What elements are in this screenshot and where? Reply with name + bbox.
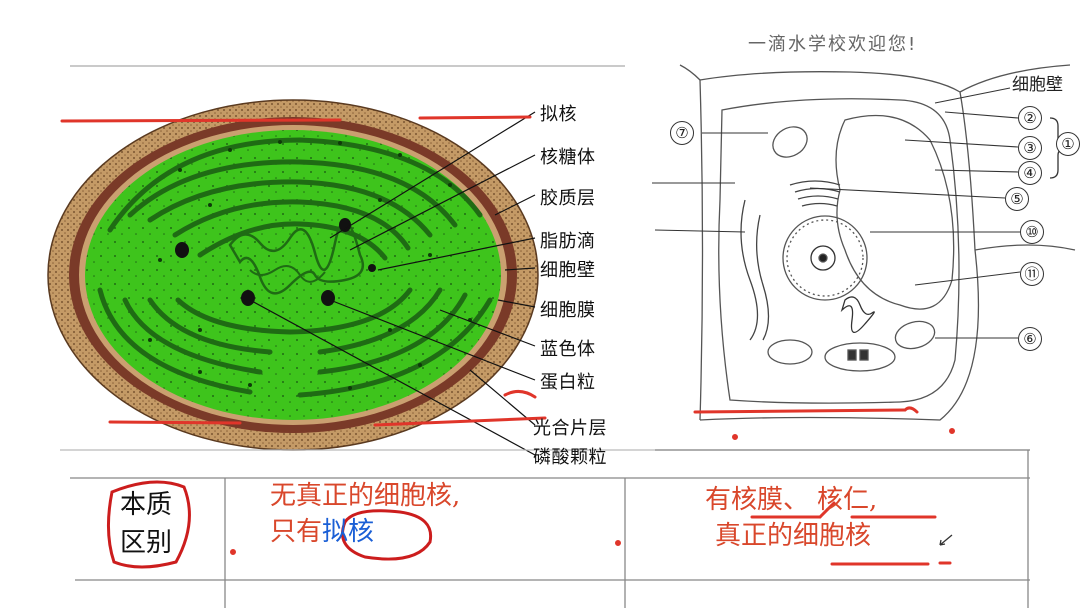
photosynthetic-lamellae bbox=[97, 137, 493, 398]
eukaryote-cell-text: 有核膜、核仁, 真正的细胞核 bbox=[705, 482, 877, 554]
label-plant-cell-wall: 细胞壁 bbox=[1012, 75, 1063, 95]
label-photosynthetic-lamella: 光合片层 bbox=[533, 418, 607, 439]
row-header-line2: 区别 bbox=[120, 528, 173, 558]
eukaryote-nucleus-highlight: 胞核 bbox=[819, 521, 872, 551]
marker-1: ① bbox=[1056, 132, 1080, 156]
nucleoid bbox=[228, 220, 365, 295]
red-annotations bbox=[60, 115, 955, 569]
label-cyanosome: 蓝色体 bbox=[540, 339, 596, 360]
label-cell-membrane: 细胞膜 bbox=[540, 300, 596, 321]
marker-5: ⑤ bbox=[1005, 187, 1029, 211]
prokaryote-cell-text: 无真正的细胞核, 只有拟核 bbox=[270, 478, 460, 550]
label-nucleoid: 拟核 bbox=[540, 104, 577, 125]
pen-cursor-icon bbox=[939, 534, 953, 546]
label-protein-granule: 蛋白粒 bbox=[540, 372, 596, 393]
phosphate-granules bbox=[175, 218, 376, 306]
marker-11: ⑪ bbox=[1020, 262, 1044, 286]
eukaryote-line1: 有核膜、核仁, bbox=[705, 482, 877, 518]
row-header-line1: 本质 bbox=[120, 490, 173, 520]
ribosome-dots bbox=[148, 140, 472, 390]
marker-10: ⑩ bbox=[1020, 220, 1044, 244]
prokaryote-line2: 只有拟核 bbox=[270, 514, 460, 550]
label-ribosome: 核糖体 bbox=[540, 147, 596, 168]
marker-2: ② bbox=[1018, 106, 1042, 130]
label-lipid-droplet: 脂肪滴 bbox=[540, 231, 596, 252]
plant-cell-diagram bbox=[652, 64, 1076, 421]
leader-lines bbox=[249, 111, 536, 456]
watermark: 一滴水学校欢迎您! bbox=[748, 34, 918, 55]
eukaryote-line2-prefix: 真正的细 bbox=[715, 521, 820, 551]
eukaryote-separator: 、 bbox=[783, 485, 810, 515]
prokaryote-line2-prefix: 只有 bbox=[270, 517, 323, 547]
marker-4: ④ bbox=[1018, 161, 1042, 185]
eukaryote-nucleolus: 核仁, bbox=[817, 485, 878, 515]
marker-3: ③ bbox=[1018, 136, 1042, 160]
label-phosphate-granule: 磷酸颗粒 bbox=[533, 447, 607, 468]
eukaryote-has: 有 bbox=[705, 485, 732, 515]
prokaryote-nucleoid-highlight: 拟核 bbox=[322, 517, 375, 547]
comparison-table-grid bbox=[60, 449, 1030, 608]
marker-6: ⑥ bbox=[1018, 327, 1042, 351]
prokaryote-cell-diagram bbox=[47, 99, 539, 456]
eukaryote-line2: 真正的细胞核 bbox=[715, 518, 877, 554]
eukaryote-nuclear-membrane: 核膜 bbox=[731, 485, 784, 515]
row-header: 本质 区别 bbox=[120, 486, 172, 562]
label-gel-layer: 胶质层 bbox=[540, 188, 596, 209]
prokaryote-line1: 无真正的细胞核, bbox=[270, 481, 461, 511]
label-cell-wall: 细胞壁 bbox=[540, 260, 596, 281]
cytoplasm bbox=[85, 130, 501, 420]
marker-7: ⑦ bbox=[670, 121, 694, 145]
